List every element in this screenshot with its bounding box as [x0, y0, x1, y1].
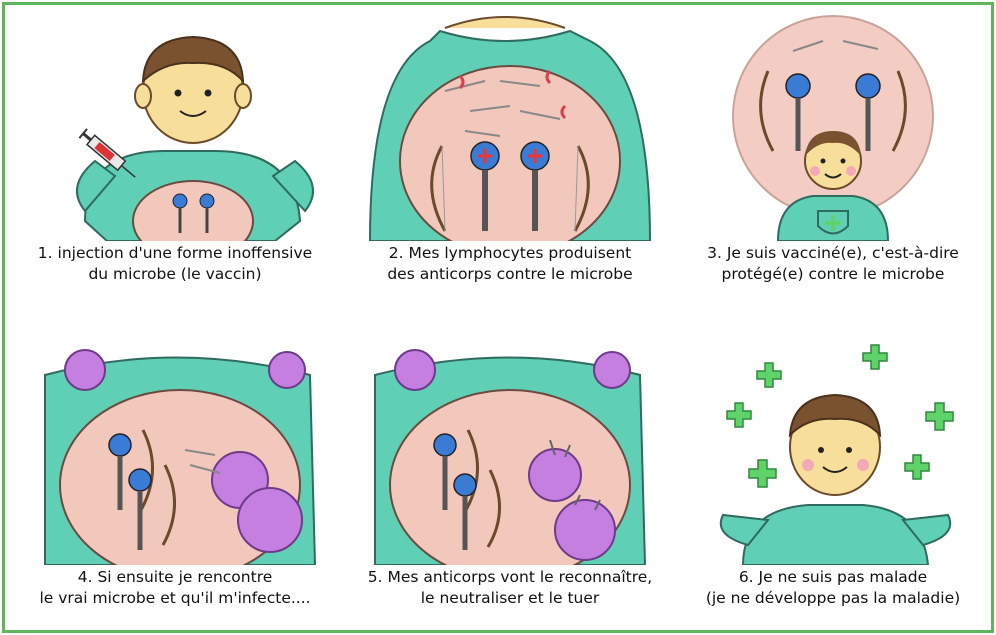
caption-6: 6. Je ne suis pas malade (je ne développ…: [673, 567, 993, 609]
caption-5: 5. Mes anticorps vont le reconnaître, le…: [350, 567, 670, 609]
infection-illustration: [15, 335, 335, 565]
panel-healthy: 6. Je ne suis pas malade (je ne développ…: [673, 335, 993, 635]
injection-illustration: [15, 11, 335, 241]
neutralize-illustration: [350, 335, 670, 565]
caption-4: 4. Si ensuite je rencontre le vrai micro…: [15, 567, 335, 609]
panel-protected: 3. Je suis vacciné(e), c'est-à-dire prot…: [673, 11, 993, 311]
panel-injection: 1. injection d'une forme inoffensive du …: [15, 11, 335, 311]
panel-antibodies: 2. Mes lymphocytes produisent des antico…: [350, 11, 670, 311]
shield-icon: [818, 211, 848, 234]
caption-3: 3. Je suis vacciné(e), c'est-à-dire prot…: [673, 243, 993, 285]
protected-illustration: [673, 11, 993, 241]
panel-neutralize: 5. Mes anticorps vont le reconnaître, le…: [350, 335, 670, 635]
caption-2: 2. Mes lymphocytes produisent des antico…: [350, 243, 670, 285]
antibodies-illustration: [350, 11, 670, 241]
healthy-illustration: [673, 335, 993, 565]
child-head: [135, 37, 251, 143]
caption-1: 1. injection d'une forme inoffensive du …: [15, 243, 335, 285]
panel-infection: 4. Si ensuite je rencontre le vrai micro…: [15, 335, 335, 635]
